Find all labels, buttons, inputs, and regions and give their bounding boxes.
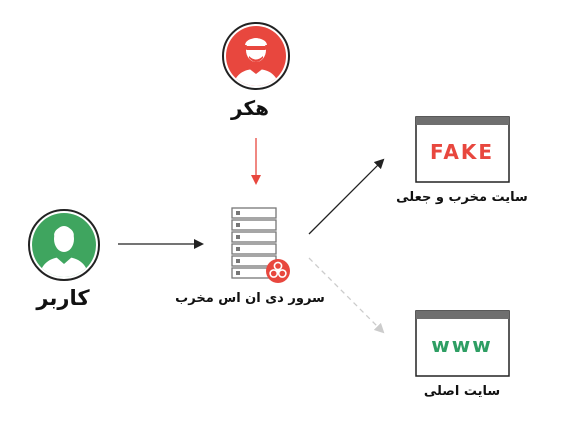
hacker-avatar-icon: [222, 22, 290, 90]
real-site-label: سایت اصلی: [423, 384, 501, 399]
fake-site-label: سایت مخرب و جعلی: [396, 190, 528, 205]
user-label: کاربر: [36, 286, 90, 310]
user-avatar-icon: [28, 209, 100, 281]
biohazard-icon: [266, 259, 290, 283]
real-site-window: www: [415, 310, 510, 377]
server-rack-icon: [231, 207, 277, 279]
hacker-label: هکر: [231, 96, 269, 120]
server-label: سرور دی ان اس مخرب: [175, 291, 325, 306]
real-site-screen-text: www: [431, 333, 492, 357]
server-to-fake-site-arrow: [308, 158, 385, 235]
fake-site-window: FAKE: [415, 116, 510, 183]
fake-site-screen-text: FAKE: [430, 140, 494, 164]
